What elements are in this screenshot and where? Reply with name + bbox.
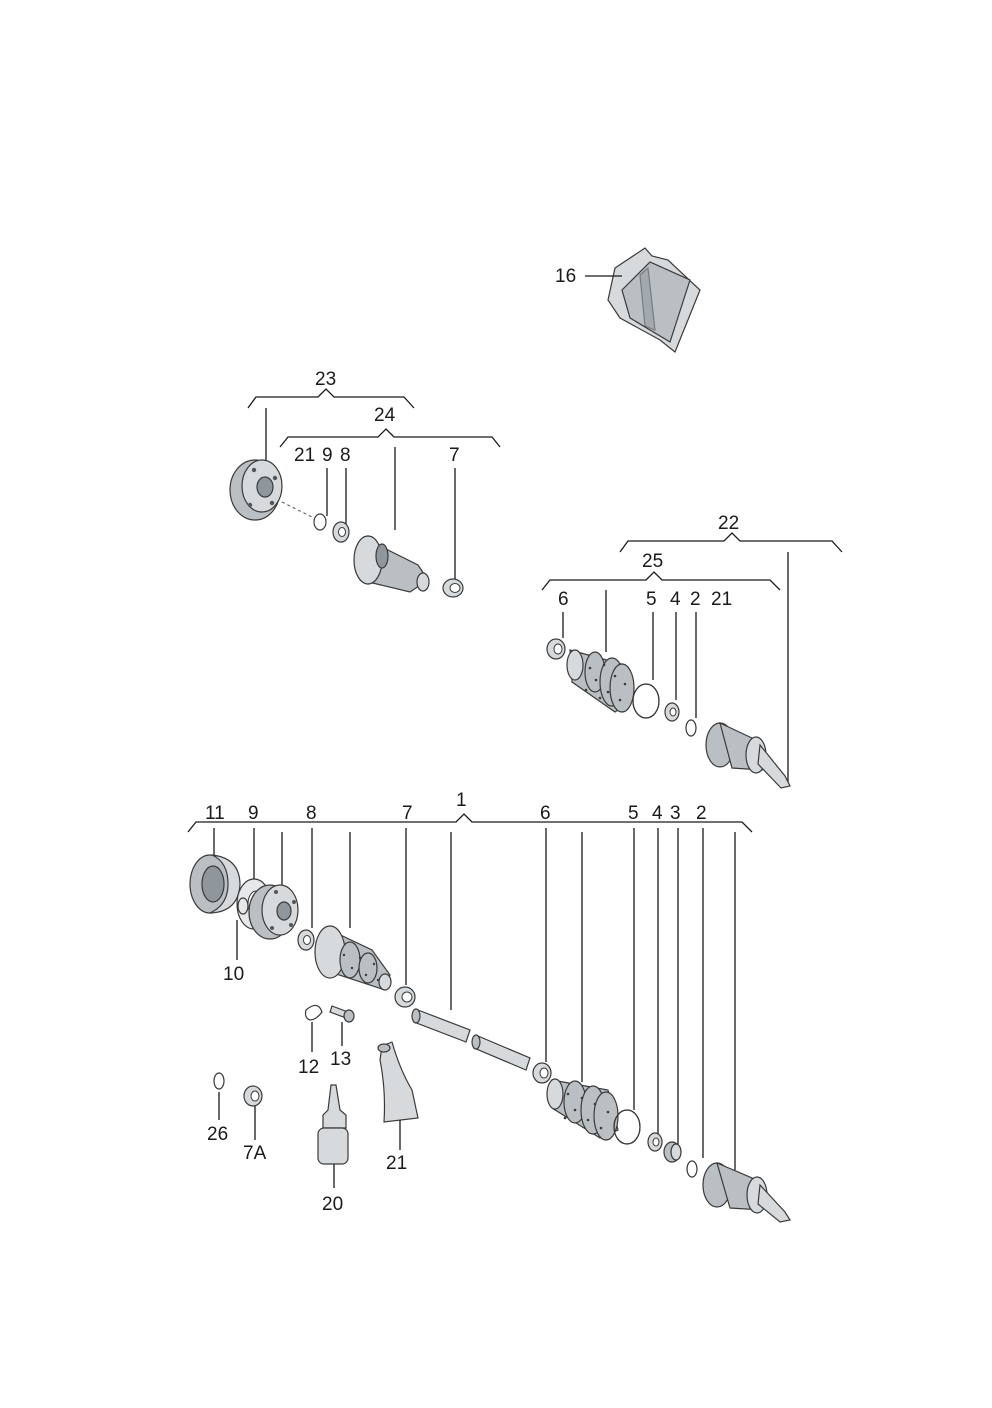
- clamp-part-lower-outer: [532, 1062, 552, 1084]
- clamp-part-lower-inner: [394, 986, 416, 1008]
- callout-8-upper: 8: [340, 445, 351, 466]
- boot-part-lower-outer: [546, 1078, 619, 1141]
- callout-6-mid: 6: [558, 589, 569, 610]
- callout-7-lower: 7: [402, 803, 413, 824]
- dished-washer-part: [663, 1141, 682, 1163]
- circlip-part-upper: [313, 513, 327, 531]
- circlip-part-lower: [237, 897, 249, 915]
- callout-26: 26: [207, 1124, 228, 1145]
- cv-joint-part-lower: [702, 1161, 791, 1223]
- callout-10: 10: [223, 964, 244, 985]
- circlip-part-lower-outer: [686, 1160, 698, 1178]
- clamp-part-7a: [243, 1085, 263, 1107]
- callout-2-lower: 2: [696, 803, 707, 824]
- callout-2-mid: 2: [690, 589, 701, 610]
- boot-part-upper: [353, 535, 430, 593]
- boot-part-mid: [566, 649, 635, 713]
- bolt-part: [329, 1005, 355, 1023]
- callout-24: 24: [374, 405, 396, 426]
- callout-7A: 7A: [243, 1143, 267, 1164]
- hose-clamp-part-lower: [613, 1109, 641, 1145]
- drive-shaft-part: [411, 1008, 531, 1071]
- heat-shield-part: [607, 247, 701, 353]
- callout-5-mid: 5: [646, 589, 657, 610]
- callout-23: 23: [315, 369, 336, 390]
- callout-21-upper: 21: [294, 445, 315, 466]
- callout-20: 20: [322, 1194, 343, 1215]
- callout-12: 12: [298, 1057, 319, 1078]
- clamp-part-upper: [442, 578, 464, 598]
- callout-4-mid: 4: [670, 589, 681, 610]
- flange-part-lower: [248, 884, 299, 940]
- callout-25: 25: [642, 551, 663, 572]
- grease-bottle-part: [317, 1084, 349, 1165]
- washer-part-lower: [297, 929, 315, 951]
- hose-clamp-part-mid: [632, 683, 660, 719]
- cv-joint-part-mid: [705, 721, 791, 789]
- clamp-part-mid: [546, 638, 566, 660]
- washer-part-mid: [664, 702, 680, 722]
- retaining-clip-part: [304, 1004, 323, 1021]
- washer-part-lower-outer: [647, 1132, 663, 1152]
- washer-part-upper: [332, 521, 350, 543]
- callout-11: 11: [205, 803, 225, 824]
- cover-ring-part: [189, 854, 241, 914]
- callout-16: 16: [555, 266, 576, 287]
- callout-13: 13: [330, 1049, 351, 1070]
- callout-6-lower: 6: [540, 803, 551, 824]
- callout-4-lower: 4: [652, 803, 663, 824]
- boot-part-lower-inner: [314, 925, 392, 991]
- grease-tube-part: [377, 1041, 419, 1123]
- callout-8-lower: 8: [306, 803, 317, 824]
- callout-9-upper: 9: [322, 445, 333, 466]
- callout-21-mid: 21: [711, 589, 732, 610]
- callout-1: 1: [456, 790, 467, 811]
- callout-7-upper: 7: [449, 445, 460, 466]
- circlip-part-mid: [685, 719, 697, 737]
- snap-ring-part: [213, 1072, 225, 1090]
- callout-3: 3: [670, 803, 681, 824]
- callout-22: 22: [718, 513, 739, 534]
- callout-9-lower: 9: [248, 803, 259, 824]
- callout-21-lower: 21: [386, 1153, 407, 1174]
- flange-part-upper: [229, 459, 283, 521]
- callout-5-lower: 5: [628, 803, 639, 824]
